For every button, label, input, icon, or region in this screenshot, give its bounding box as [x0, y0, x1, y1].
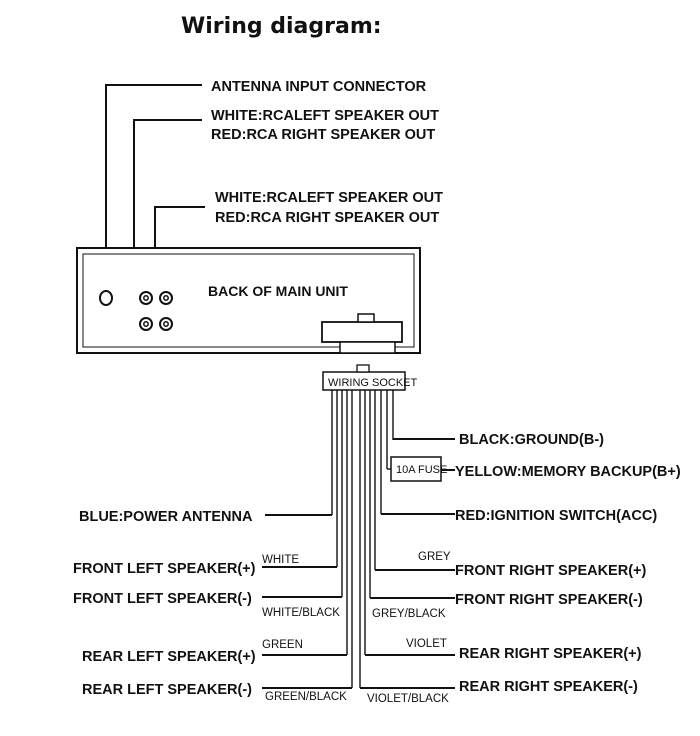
rca-jack-icon: [163, 321, 169, 327]
rca2-white-label: WHITE:RCALEFT SPEAKER OUT: [215, 190, 443, 206]
green-black-color-label: GREEN/BLACK: [265, 691, 347, 703]
rca-jack-icon: [143, 321, 149, 327]
rca-jack-icon: [163, 295, 169, 301]
rca-jack-icon: [139, 291, 153, 305]
memory-backup-label: YELLOW:MEMORY BACKUP(B+): [455, 464, 681, 480]
connector-plug: [339, 341, 396, 354]
rca1-red-label: RED:RCA RIGHT SPEAKER OUT: [211, 127, 435, 143]
rca-jack-icon: [143, 295, 149, 301]
antenna-leader: [105, 84, 202, 286]
rear-left-pos-label: REAR LEFT SPEAKER(+): [82, 649, 256, 665]
fuse-box: [390, 456, 442, 482]
rear-right-pos-label: REAR RIGHT SPEAKER(+): [459, 646, 642, 662]
ground-label: BLACK:GROUND(B-): [459, 432, 604, 448]
antenna-input-label: ANTENNA INPUT CONNECTOR: [211, 79, 427, 95]
diagram-title: Wiring diagram:: [181, 14, 382, 39]
connector-tab: [357, 313, 375, 323]
white-black-color-label: WHITE/BLACK: [262, 607, 340, 619]
connector-port: [321, 321, 403, 343]
ignition-label: RED:IGNITION SWITCH(ACC): [455, 508, 657, 524]
violet-color-label: VIOLET: [406, 638, 447, 650]
fuse-label: 10A FUSE: [396, 464, 447, 476]
back-of-main-unit-label: BACK OF MAIN UNIT: [208, 283, 348, 299]
power-antenna-label: BLUE:POWER ANTENNA: [79, 509, 253, 525]
main-unit-inner: [82, 253, 415, 348]
rca-jack-icon: [159, 317, 173, 331]
white-color-label: WHITE: [262, 554, 299, 566]
antenna-jack-icon: [99, 290, 113, 306]
violet-black-color-label: VIOLET/BLACK: [367, 693, 449, 705]
rear-left-neg-label: REAR LEFT SPEAKER(-): [82, 682, 252, 698]
front-left-pos-label: FRONT LEFT SPEAKER(+): [73, 561, 256, 577]
rca-jack-icon: [159, 291, 173, 305]
rca1-white-label: WHITE:RCALEFT SPEAKER OUT: [211, 108, 439, 124]
rear-right-neg-label: REAR RIGHT SPEAKER(-): [459, 679, 638, 695]
green-color-label: GREEN: [262, 639, 303, 651]
wiring-socket-tab: [356, 364, 370, 373]
wire-harness: [331, 390, 394, 688]
front-right-neg-label: FRONT RIGHT SPEAKER(-): [455, 592, 643, 608]
front-right-pos-label: FRONT RIGHT SPEAKER(+): [455, 563, 646, 579]
front-left-neg-label: FRONT LEFT SPEAKER(-): [73, 591, 252, 607]
rca-jacks: [139, 291, 173, 331]
wiring-socket-label: WIRING SOCKET: [328, 377, 418, 389]
rca-jack-icon: [139, 317, 153, 331]
grey-black-color-label: GREY/BLACK: [372, 608, 446, 620]
rca2-red-label: RED:RCA RIGHT SPEAKER OUT: [215, 210, 439, 226]
grey-color-label: GREY: [418, 551, 451, 563]
